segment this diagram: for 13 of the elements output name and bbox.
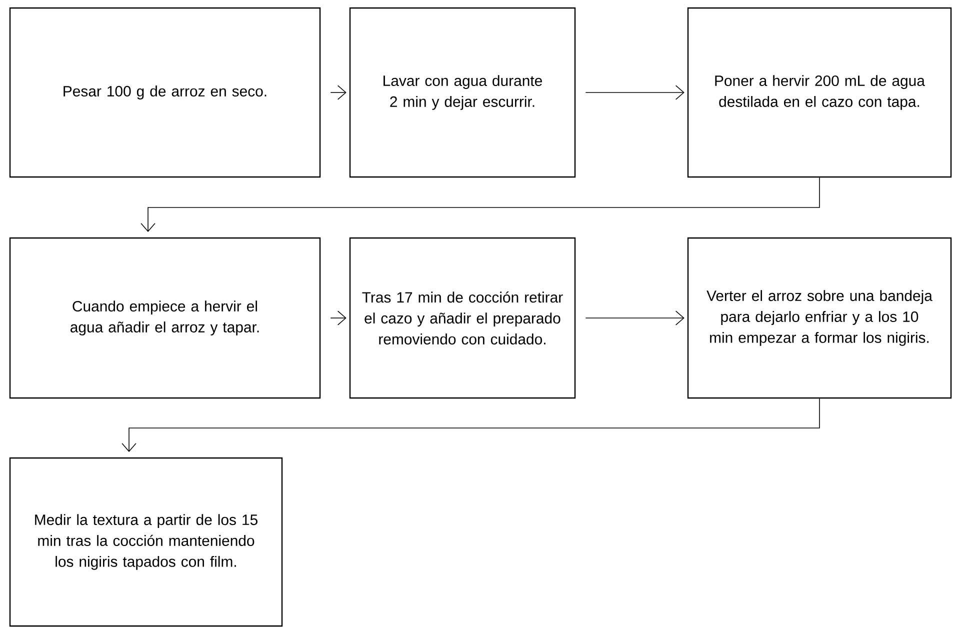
process-box: Verter el arroz sobre una bandeja para dejarlo enfriar y a los 10 min empezar a formar los nigiris.: [687, 237, 952, 399]
process-box: Lavar con agua durante 2 min y dejar escurrir.: [349, 7, 576, 178]
process-box: Cuando empiece a hervir el agua añadir el arroz y tapar.: [9, 237, 321, 399]
arrow: [585, 85, 684, 100]
process-box: Tras 17 min de cocción retirar el cazo y añadir el preparado removiendo con cuidado.: [349, 237, 576, 399]
arrow: [122, 398, 820, 452]
process-box: Medir la textura a partir de los 15 min tras la cocción manteniendo los nigiris tapados con film.: [9, 457, 283, 627]
arrow: [330, 85, 346, 100]
arrow: [140, 177, 820, 232]
arrow: [585, 310, 684, 326]
process-box: Pesar 100 g de arroz en seco.: [9, 7, 321, 178]
process-box: Poner a hervir 200 mL de agua destilada en el cazo con tapa.: [687, 7, 952, 178]
arrow: [330, 310, 346, 326]
